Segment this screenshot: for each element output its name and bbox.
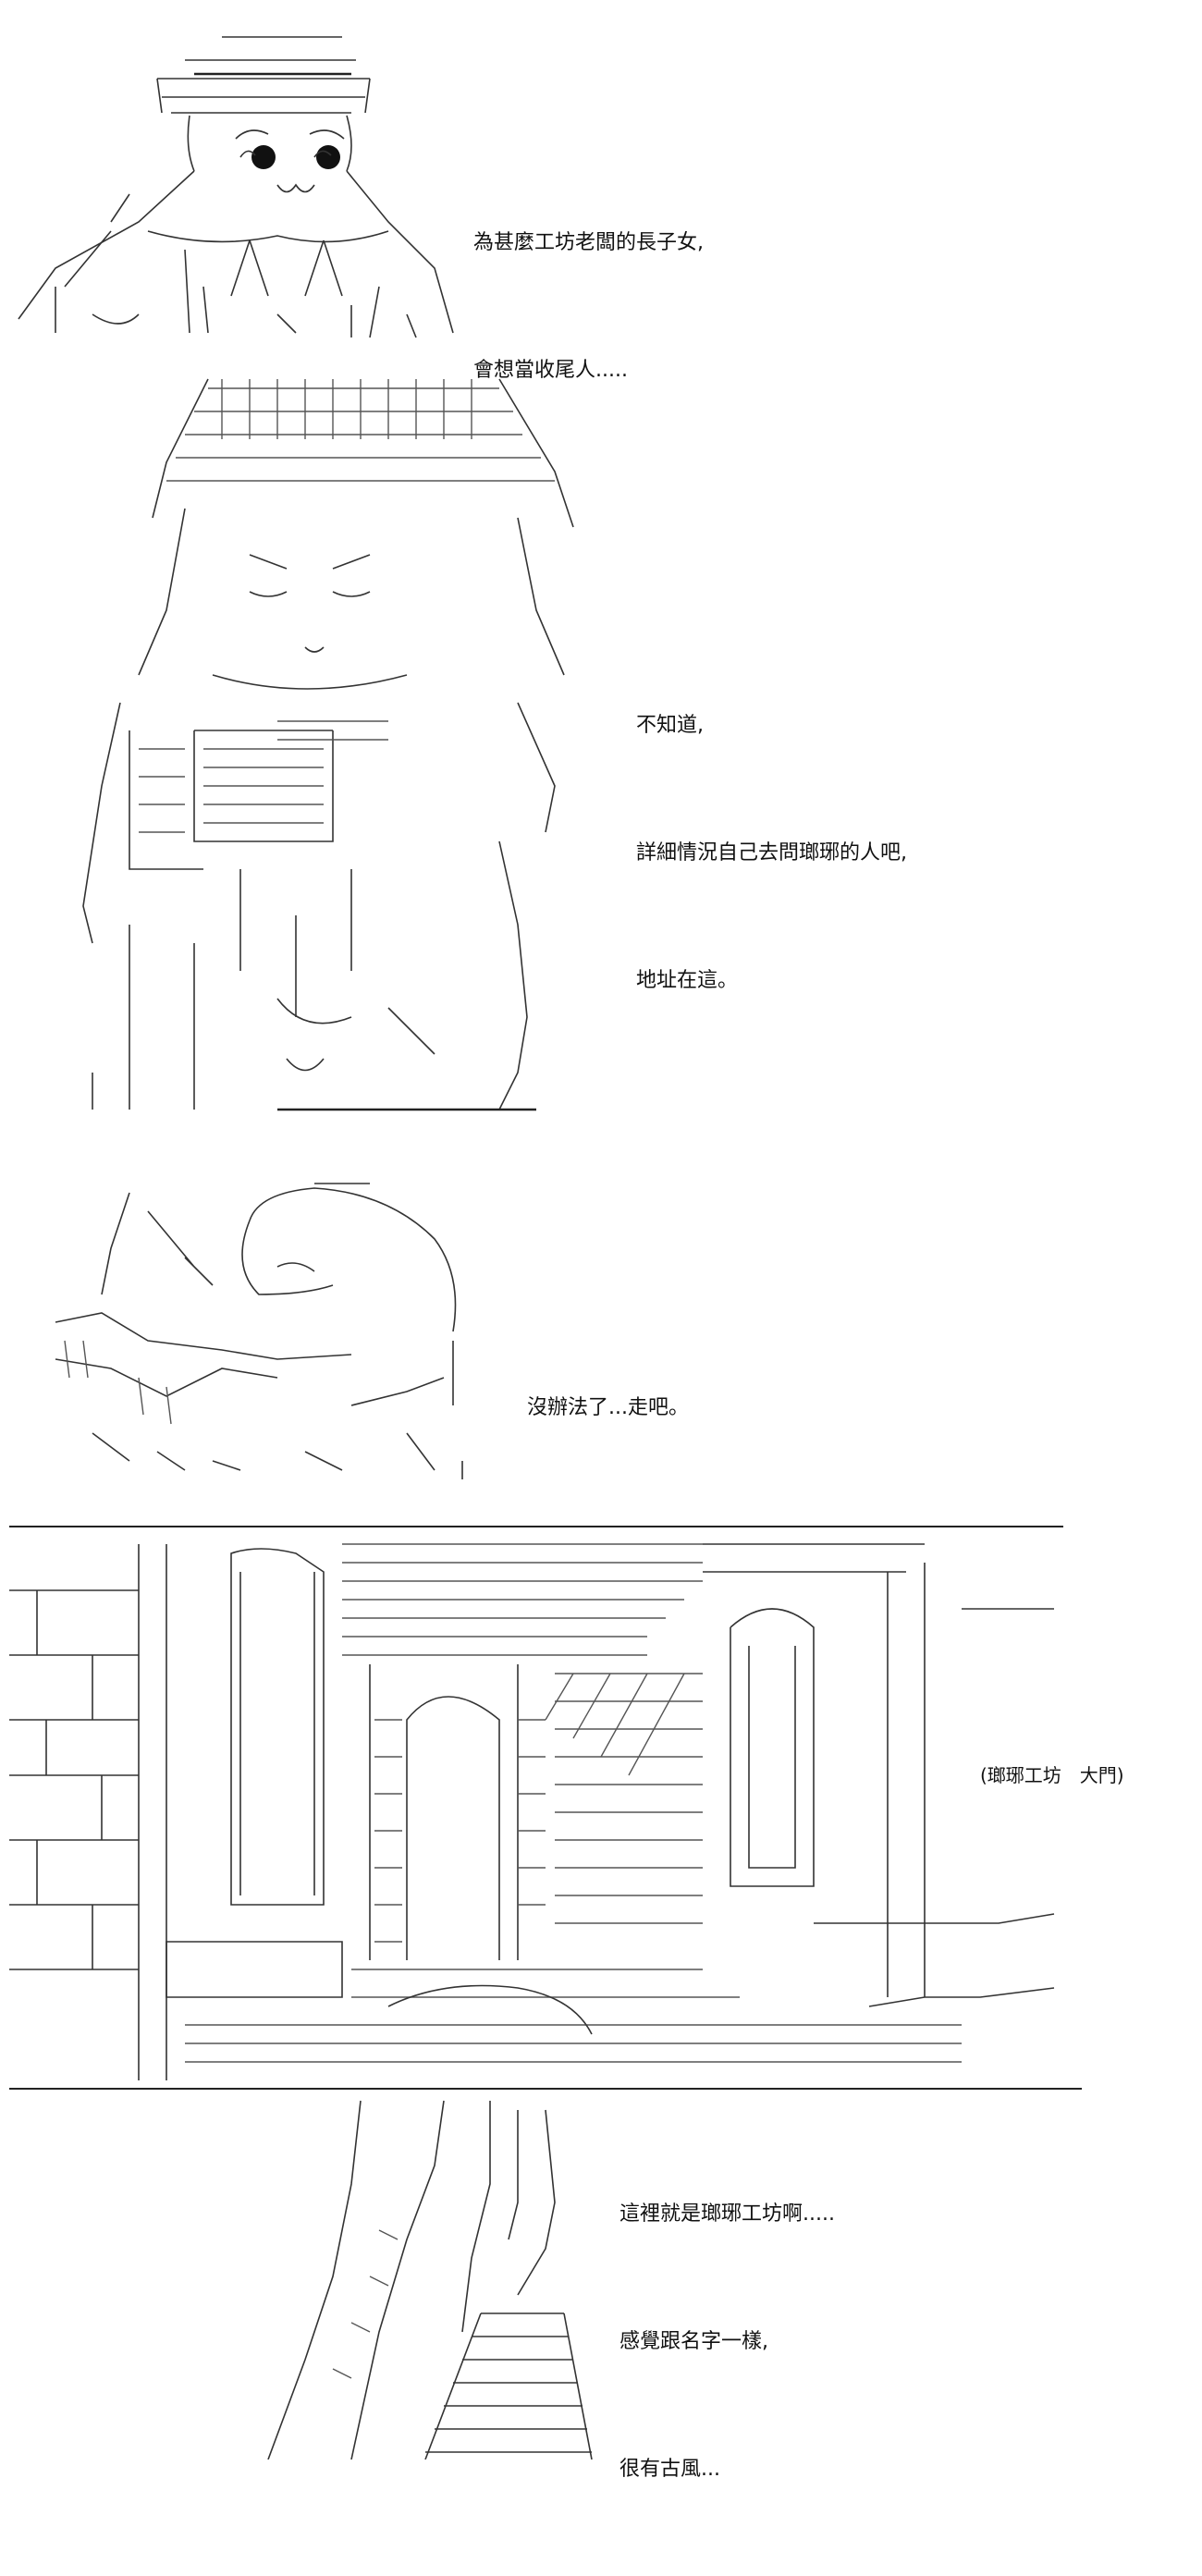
dialog-line: 詳細情況自己去問瑯琊的人吧, [636, 841, 907, 865]
dialog-line: 不知道, [636, 714, 704, 737]
character-with-book-art [0, 370, 610, 1137]
dialog-line: 這裡就是瑯琊工坊啊..... [619, 2202, 835, 2226]
dialog-line: 感覺跟名字一樣, [619, 2330, 768, 2353]
panel-4: (瑯琊工坊 大門) [0, 1535, 1202, 2090]
panel-1: 為甚麼工坊老闆的長子女, 會想當收尾人..... [0, 0, 1202, 382]
panel-2: 不知道, 詳細情況自己去問瑯琊的人吧, 地址在這。 [0, 370, 1202, 1137]
dialog-line: 為甚麼工坊老闆的長子女, [473, 231, 704, 254]
dialog-p1: 為甚麼工坊老闆的長子女, 會想當收尾人..... [473, 137, 704, 477]
character-with-hat-art [0, 9, 481, 351]
panel-5: 這裡就是瑯琊工坊啊..... 感覺跟名字一樣, 很有古風... [0, 2091, 1202, 2481]
workshop-gate-art [0, 1535, 1063, 2090]
path-and-stairs-art [0, 2091, 629, 2459]
dialog-line: 地址在這。 [636, 969, 739, 992]
dialog-line: 沒辦法了...走吧。 [527, 1396, 689, 1419]
dialog-line: 很有古風... [619, 2458, 720, 2481]
cat-creature-art [0, 1156, 499, 1489]
panel-3: 沒辦法了...走吧。 [0, 1156, 1202, 1489]
dialog-line: 會想當收尾人..... [473, 359, 628, 382]
dialog-p5: 這裡就是瑯琊工坊啊..... 感覺跟名字一樣, 很有古風... [619, 2108, 835, 2576]
dialog-p2: 不知道, 詳細情況自己去問瑯琊的人吧, 地址在這。 [636, 619, 907, 1087]
location-caption: (瑯琊工坊 大門) [980, 1764, 1124, 1786]
panel-divider-top [9, 1526, 1063, 1527]
dialog-p3: 沒辦法了...走吧。 [527, 1302, 689, 1515]
panel-divider-bottom [9, 2088, 1082, 2090]
